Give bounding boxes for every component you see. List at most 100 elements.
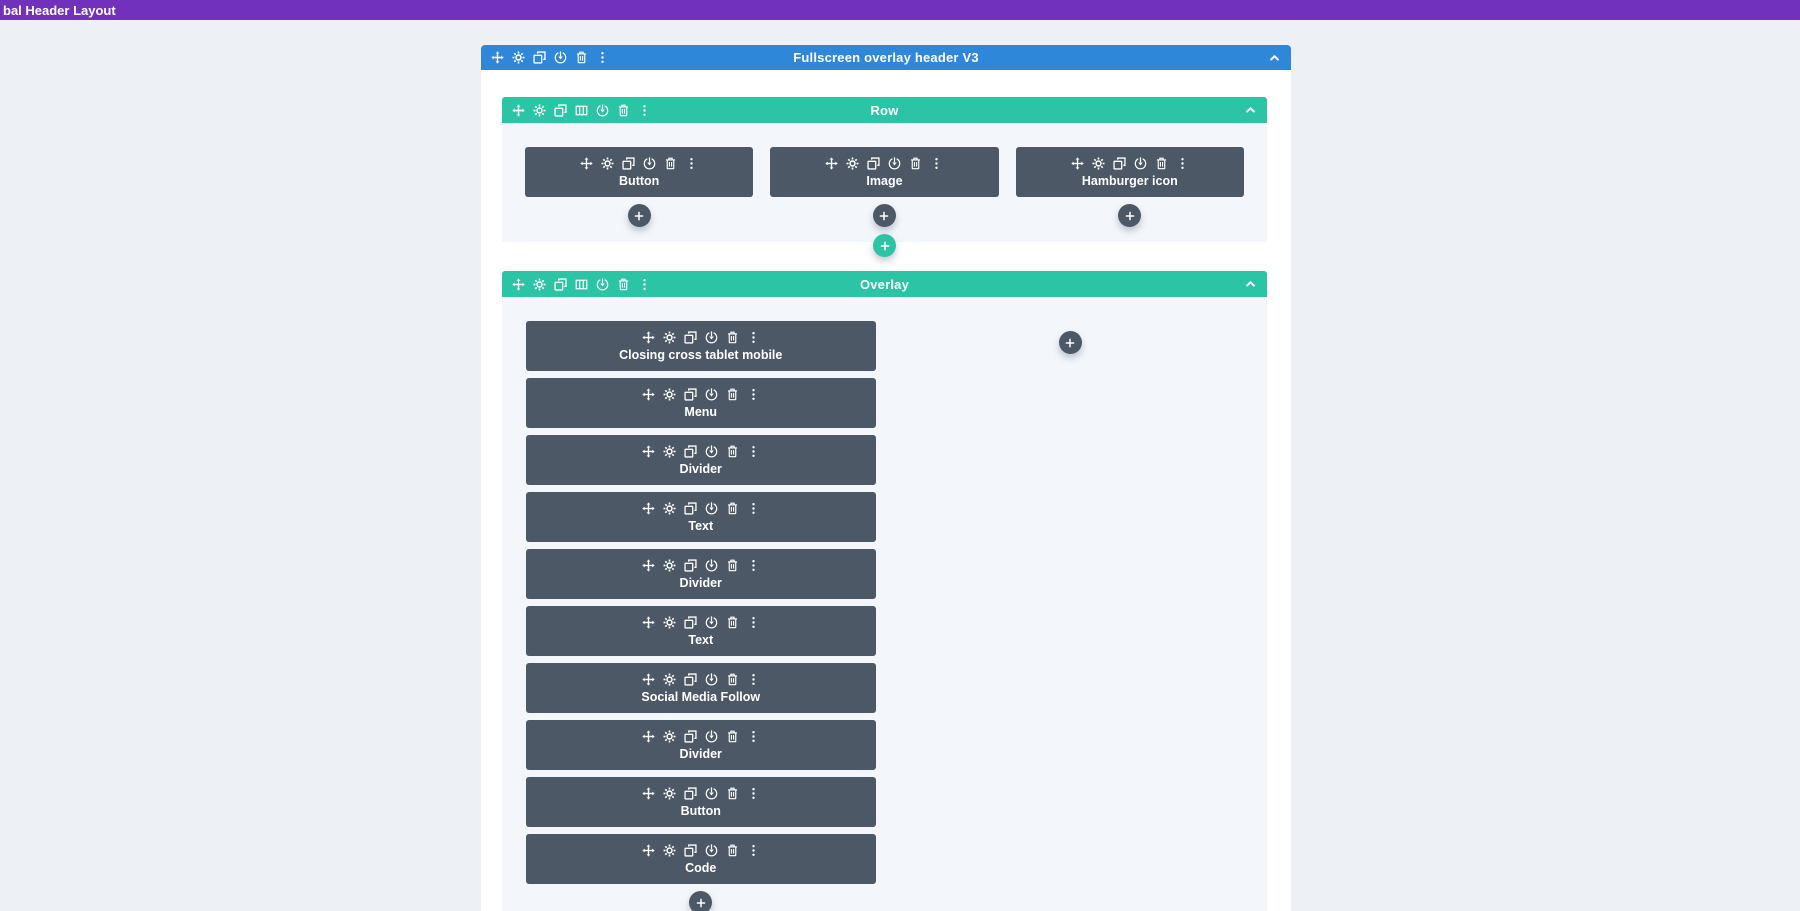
delete-icon[interactable] xyxy=(575,51,588,64)
move-icon[interactable] xyxy=(642,786,655,800)
move-icon[interactable] xyxy=(642,843,655,857)
move-icon[interactable] xyxy=(642,558,655,572)
module-hamburger-icon[interactable]: Hamburger icon xyxy=(1015,147,1244,197)
add-module-button[interactable] xyxy=(872,204,896,227)
save-to-library-icon[interactable] xyxy=(705,387,718,401)
module-closing-cross-tablet-mobile[interactable]: Closing cross tablet mobile xyxy=(526,321,876,371)
move-icon[interactable] xyxy=(642,330,655,344)
save-to-library-icon[interactable] xyxy=(596,103,609,117)
settings-icon[interactable] xyxy=(512,51,525,64)
duplicate-icon[interactable] xyxy=(684,729,697,743)
duplicate-icon[interactable] xyxy=(684,672,697,686)
options-icon[interactable] xyxy=(747,844,760,857)
save-to-library-icon[interactable] xyxy=(705,729,718,743)
module-divider[interactable]: Divider xyxy=(526,549,876,599)
duplicate-icon[interactable] xyxy=(684,501,697,515)
save-to-library-icon[interactable] xyxy=(705,330,718,344)
save-to-library-icon[interactable] xyxy=(888,156,901,170)
settings-icon[interactable] xyxy=(663,672,676,686)
add-module-button[interactable] xyxy=(1058,331,1082,354)
duplicate-icon[interactable] xyxy=(684,444,697,458)
options-icon[interactable] xyxy=(747,388,760,401)
move-icon[interactable] xyxy=(512,103,525,117)
settings-icon[interactable] xyxy=(846,156,859,170)
delete-icon[interactable] xyxy=(726,331,739,344)
settings-icon[interactable] xyxy=(663,729,676,743)
delete-icon[interactable] xyxy=(1155,157,1168,170)
delete-icon[interactable] xyxy=(726,787,739,800)
add-row-button[interactable] xyxy=(873,234,896,257)
module-menu[interactable]: Menu xyxy=(526,378,876,428)
settings-icon[interactable] xyxy=(533,277,546,291)
delete-icon[interactable] xyxy=(726,388,739,401)
settings-icon[interactable] xyxy=(663,786,676,800)
delete-icon[interactable] xyxy=(726,445,739,458)
settings-icon[interactable] xyxy=(663,444,676,458)
save-to-library-icon[interactable] xyxy=(705,501,718,515)
save-to-library-icon[interactable] xyxy=(705,672,718,686)
delete-icon[interactable] xyxy=(726,673,739,686)
save-to-library-icon[interactable] xyxy=(705,615,718,629)
module-divider[interactable]: Divider xyxy=(526,435,876,485)
save-to-library-icon[interactable] xyxy=(554,51,567,64)
settings-icon[interactable] xyxy=(601,156,614,170)
save-to-library-icon[interactable] xyxy=(705,558,718,572)
settings-icon[interactable] xyxy=(663,330,676,344)
move-icon[interactable] xyxy=(642,672,655,686)
settings-icon[interactable] xyxy=(663,387,676,401)
row-collapse-button[interactable] xyxy=(1244,277,1258,291)
duplicate-icon[interactable] xyxy=(684,330,697,344)
options-icon[interactable] xyxy=(747,673,760,686)
duplicate-icon[interactable] xyxy=(554,277,567,291)
module-button[interactable]: Button xyxy=(526,777,876,827)
settings-icon[interactable] xyxy=(663,501,676,515)
duplicate-icon[interactable] xyxy=(622,156,635,170)
add-module-button[interactable] xyxy=(689,891,713,911)
add-module-button[interactable] xyxy=(1118,204,1142,227)
add-module-button[interactable] xyxy=(627,204,651,227)
options-icon[interactable] xyxy=(747,331,760,344)
options-icon[interactable] xyxy=(747,445,760,458)
options-icon[interactable] xyxy=(685,157,698,170)
move-icon[interactable] xyxy=(512,277,525,291)
delete-icon[interactable] xyxy=(726,844,739,857)
save-to-library-icon[interactable] xyxy=(643,156,656,170)
move-icon[interactable] xyxy=(491,51,504,64)
move-icon[interactable] xyxy=(825,156,839,170)
move-icon[interactable] xyxy=(642,444,655,458)
row-collapse-button[interactable] xyxy=(1244,103,1258,117)
module-button[interactable]: Button xyxy=(525,147,754,197)
module-divider[interactable]: Divider xyxy=(526,720,876,770)
delete-icon[interactable] xyxy=(664,157,677,170)
module-social-media-follow[interactable]: Social Media Follow xyxy=(526,663,876,713)
delete-icon[interactable] xyxy=(909,157,922,170)
column-structure-icon[interactable] xyxy=(575,104,588,117)
duplicate-icon[interactable] xyxy=(533,51,546,64)
module-text[interactable]: Text xyxy=(526,606,876,656)
move-icon[interactable] xyxy=(642,387,655,401)
options-icon[interactable] xyxy=(747,616,760,629)
duplicate-icon[interactable] xyxy=(684,843,697,857)
settings-icon[interactable] xyxy=(663,615,676,629)
settings-icon[interactable] xyxy=(533,103,546,117)
module-text[interactable]: Text xyxy=(526,492,876,542)
module-image[interactable]: Image xyxy=(770,147,999,197)
settings-icon[interactable] xyxy=(663,843,676,857)
duplicate-icon[interactable] xyxy=(684,615,697,629)
save-to-library-icon[interactable] xyxy=(705,444,718,458)
delete-icon[interactable] xyxy=(617,278,630,291)
move-icon[interactable] xyxy=(1071,156,1084,170)
save-to-library-icon[interactable] xyxy=(1134,156,1147,170)
module-code[interactable]: Code xyxy=(526,834,876,884)
move-icon[interactable] xyxy=(642,729,655,743)
delete-icon[interactable] xyxy=(617,104,630,117)
move-icon[interactable] xyxy=(642,615,655,629)
options-icon[interactable] xyxy=(747,559,760,572)
section-collapse-button[interactable] xyxy=(1268,51,1282,65)
settings-icon[interactable] xyxy=(663,558,676,572)
move-icon[interactable] xyxy=(642,501,655,515)
options-icon[interactable] xyxy=(638,104,651,117)
options-icon[interactable] xyxy=(638,278,651,291)
settings-icon[interactable] xyxy=(1092,156,1105,170)
duplicate-icon[interactable] xyxy=(684,558,697,572)
